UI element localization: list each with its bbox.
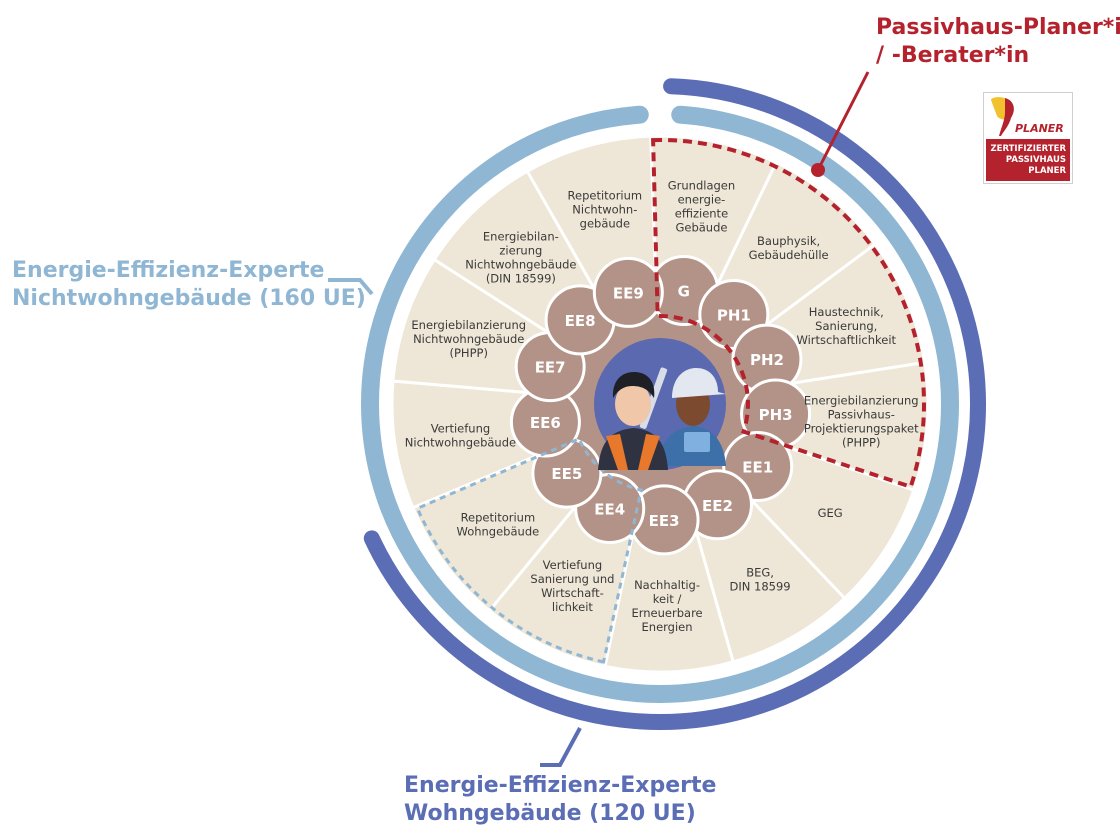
module-code: PH2: [750, 351, 784, 369]
outline-wohngebaeude-extra: [415, 436, 643, 664]
module-label-line: Repetitorium: [461, 510, 536, 524]
module-label-line: Repetitorium: [568, 189, 643, 203]
module-code: EE5: [551, 465, 582, 483]
module-label-line: Wirtschaftlichkeit: [796, 333, 896, 347]
callout-wohngebaeude: Energie-Effizienz-Experte Wohngebäude (1…: [404, 772, 716, 827]
module-label-line: Vertiefung: [431, 421, 490, 435]
program-arcs: [361, 78, 986, 730]
badge-line1: ZERTIFIZIERTER: [990, 144, 1066, 154]
outline-passivhaus-modules: [651, 138, 926, 490]
connector-passivhaus: [816, 71, 870, 171]
module-label-line: (PHPP): [842, 435, 880, 449]
callout-nichtwohngebaeude-line2: Nichtwohngebäude (160 UE): [12, 285, 366, 311]
module-label-line: Nachhaltig-: [634, 578, 700, 592]
module-code: PH1: [717, 307, 751, 325]
module-label-line: zierung: [499, 244, 542, 258]
module-label-line: Wohngebäude: [457, 524, 540, 538]
arc-nichtwohngebaeude: [361, 105, 959, 703]
callout-passivhaus-line1: Passivhaus-Planer*in: [876, 15, 1120, 40]
module-label-line: Gebäudehülle: [749, 248, 829, 262]
module-label-line: lichkeit: [552, 600, 594, 614]
module-label-line: Energien: [642, 620, 693, 634]
connector-wohngebaeude: [540, 727, 582, 767]
module-code: EE1: [742, 459, 773, 477]
module-code: EE9: [613, 284, 644, 302]
module-labels: Grundlagenenergie-effizienteGebäudeBauph…: [405, 178, 919, 634]
module-code: EE8: [565, 312, 596, 330]
callout-passivhaus: Passivhaus-Planer*in / -Berater*in: [876, 14, 1120, 69]
module-label-line: Gebäude: [675, 220, 727, 234]
callout-wohngebaeude-line1: Energie-Effizienz-Experte: [404, 773, 717, 798]
connector-nichtwohngebaeude: [328, 278, 374, 296]
module-label-line: Energiebilanzierung: [411, 318, 526, 332]
module-label-line: GEG: [818, 506, 843, 520]
module-code: EE6: [530, 414, 561, 432]
center-illustration: [594, 338, 726, 470]
module-code: G: [678, 282, 690, 300]
module-label-line: keit /: [653, 592, 682, 606]
module-label-line: (PHPP): [450, 346, 488, 360]
module-label-line: Nichtwohn-: [572, 203, 637, 217]
module-label-line: Haustechnik,: [809, 305, 884, 319]
badge-title: PLANER: [1015, 122, 1064, 135]
module-label-line: Sanierung,: [815, 319, 877, 333]
module-label-line: DIN 18599: [730, 579, 791, 593]
callout-nichtwohngebaeude: Energie-Effizienz-Experte Nichtwohngebäu…: [12, 257, 366, 312]
module-label-line: effiziente: [675, 206, 728, 220]
module-label-line: Bauphysik,: [757, 234, 820, 248]
module-label-line: Vertiefung: [543, 558, 602, 572]
arc-wohngebaeude: [363, 78, 986, 730]
worker-engineer-icon: [639, 367, 726, 466]
module-code: PH3: [759, 406, 793, 424]
module-code: EE3: [649, 512, 680, 530]
callout-wohngebaeude-line2: Wohngebäude (120 UE): [404, 800, 696, 826]
code-badge-ee9: [592, 256, 664, 328]
badge-line2: PASSIVHAUS: [1006, 155, 1066, 165]
module-label-line: Wirtschaft-: [541, 586, 604, 600]
module-label-line: gebäude: [580, 217, 630, 231]
module-label-line: energie-: [678, 192, 726, 206]
module-label-line: Projektierungspaket: [804, 421, 919, 435]
module-label-line: BEG,: [746, 565, 774, 579]
module-label-line: Nichtwohngebäude: [413, 332, 524, 346]
badge-line3: PLANER: [1028, 166, 1066, 176]
worker-construction-icon: [598, 372, 668, 470]
passivhaus-planer-badge: PLANER ZERTIFIZIERTER PASSIVHAUS PLANER: [983, 92, 1073, 184]
passivhaus-logo-icon: [991, 97, 1014, 136]
connector-passivhaus-dot: [811, 163, 825, 177]
module-label-line: Erneuerbare: [631, 606, 702, 620]
module-label-line: Nichtwohngebäude: [405, 435, 516, 449]
module-label-line: Energiebilan-: [483, 230, 559, 244]
module-label-line: Passivhaus-: [828, 407, 895, 421]
module-label-line: Sanierung und: [530, 572, 614, 586]
module-code: EE2: [702, 497, 733, 515]
module-code: EE7: [535, 359, 566, 377]
module-label-line: Nichtwohngebäude: [465, 258, 576, 272]
callout-connectors: [328, 71, 870, 767]
module-label-line: Grundlagen: [668, 178, 735, 192]
group-outlines: [415, 138, 926, 664]
module-code: EE4: [594, 501, 625, 519]
module-label-line: Energiebilanzierung: [804, 393, 919, 407]
callout-passivhaus-line2: / -Berater*in: [876, 42, 1030, 68]
callout-nichtwohngebaeude-line1: Energie-Effizienz-Experte: [12, 258, 325, 283]
module-label-line: (DIN 18599): [486, 272, 556, 286]
